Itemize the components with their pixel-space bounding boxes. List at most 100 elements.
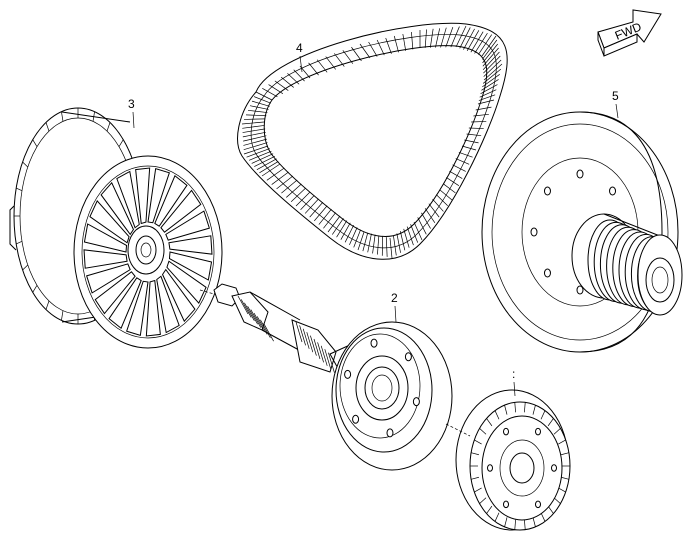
belt-tooth bbox=[450, 26, 460, 48]
shoe-segment bbox=[514, 519, 516, 530]
rim-tick bbox=[22, 264, 29, 271]
belt-tooth bbox=[432, 198, 444, 212]
belt-tooth bbox=[424, 29, 427, 48]
belt-tooth bbox=[249, 105, 269, 110]
spline-line bbox=[260, 319, 271, 338]
spline-line bbox=[244, 302, 255, 321]
callout-label-shoe: : bbox=[512, 367, 515, 381]
fan-blade bbox=[154, 174, 188, 227]
belt-tooth bbox=[368, 41, 378, 57]
belt-tooth bbox=[243, 135, 267, 142]
belt-tooth bbox=[242, 125, 265, 129]
primary-sheave bbox=[9, 107, 223, 349]
belt-tooth bbox=[295, 191, 311, 207]
fan-blade bbox=[147, 167, 170, 224]
callout-label-4: 4 bbox=[296, 41, 303, 55]
shoe-segment bbox=[494, 512, 500, 522]
belt-tooth bbox=[406, 226, 414, 246]
belt-tooth bbox=[246, 148, 270, 158]
belt-tooth bbox=[389, 237, 393, 259]
fan-blade bbox=[83, 249, 128, 269]
spline-line bbox=[256, 316, 268, 335]
belt-tooth bbox=[436, 194, 448, 206]
shoe-segment bbox=[560, 452, 569, 456]
belt-tooth bbox=[359, 43, 371, 59]
belt-tooth bbox=[479, 89, 497, 98]
belt-tooth bbox=[247, 109, 268, 113]
shoe-segment bbox=[540, 410, 546, 420]
belt-tooth bbox=[271, 171, 289, 185]
belt-tooth bbox=[367, 233, 372, 253]
belt-tooth bbox=[393, 235, 397, 256]
belt-tooth bbox=[304, 198, 319, 214]
callout-label-3: 3 bbox=[128, 97, 135, 111]
spline-line bbox=[247, 306, 258, 325]
bolt-hole bbox=[543, 186, 551, 196]
belt-tooth bbox=[473, 113, 489, 117]
shoe-segment bbox=[553, 428, 561, 435]
belt-tooth bbox=[482, 68, 502, 84]
belt-tooth bbox=[241, 121, 265, 125]
rim-tick bbox=[22, 161, 29, 168]
belt-tooth bbox=[468, 127, 484, 129]
belt-tooth bbox=[251, 100, 270, 107]
belt-tooth bbox=[402, 33, 407, 51]
rim-tick bbox=[61, 111, 64, 122]
shoe-segment bbox=[558, 487, 566, 493]
belt-tooth bbox=[242, 131, 266, 138]
belt-tooth bbox=[243, 145, 269, 155]
fan-blade bbox=[165, 210, 210, 241]
belt-tooth bbox=[268, 84, 284, 95]
belt-tooth bbox=[466, 30, 480, 52]
spline-line bbox=[253, 312, 265, 332]
belt-tooth bbox=[372, 234, 376, 254]
bolt-hole bbox=[576, 285, 584, 295]
rim-tick bbox=[118, 139, 124, 147]
spline-line bbox=[237, 295, 249, 315]
shoe-hole bbox=[487, 464, 493, 472]
belt-tooth bbox=[261, 163, 281, 177]
belt-tooth bbox=[243, 138, 267, 146]
belt-tooth bbox=[243, 142, 268, 151]
belt-tooth bbox=[483, 63, 503, 81]
shoe-hole bbox=[503, 427, 509, 436]
belt-tooth bbox=[249, 150, 272, 161]
belt-tooth bbox=[300, 195, 315, 210]
spline-line bbox=[320, 345, 328, 366]
rim-tick bbox=[32, 139, 38, 147]
belt-tooth bbox=[482, 51, 500, 70]
rim-tick bbox=[45, 300, 50, 310]
bolt-hole bbox=[344, 369, 352, 379]
belt-tooth bbox=[481, 79, 499, 91]
callout-5: 5 bbox=[612, 89, 619, 119]
shoe-segment bbox=[532, 517, 536, 527]
shoe-segment bbox=[504, 517, 508, 527]
belt-tooth bbox=[362, 232, 369, 252]
belt-tooth bbox=[435, 28, 441, 48]
belt-tooth bbox=[482, 43, 498, 64]
shoe-hole bbox=[535, 500, 541, 509]
belt-tooth bbox=[336, 220, 348, 238]
belt-tooth bbox=[449, 170, 463, 179]
shoe-segment bbox=[553, 497, 561, 504]
belt-tooth bbox=[461, 145, 477, 151]
shoe-segment bbox=[560, 476, 569, 480]
fan-blade bbox=[168, 251, 213, 281]
splined-shaft bbox=[199, 283, 357, 373]
shoe-segment bbox=[547, 505, 554, 514]
belt-tooth bbox=[459, 27, 471, 49]
shoe-segment bbox=[558, 439, 566, 445]
shoe-segment bbox=[524, 402, 526, 413]
belt-tooth bbox=[281, 179, 298, 194]
belt-tooth bbox=[474, 32, 488, 54]
belt-tooth bbox=[377, 235, 380, 255]
fan-blade bbox=[166, 260, 207, 305]
driven-pulley bbox=[331, 321, 453, 471]
belt-tooth bbox=[243, 118, 266, 120]
belt-tooth bbox=[478, 94, 496, 101]
bolt-hole bbox=[404, 352, 412, 362]
spline-line bbox=[310, 335, 317, 356]
shoe-segment bbox=[486, 505, 493, 514]
belt-tooth bbox=[475, 106, 492, 111]
belt-tooth bbox=[318, 208, 332, 225]
